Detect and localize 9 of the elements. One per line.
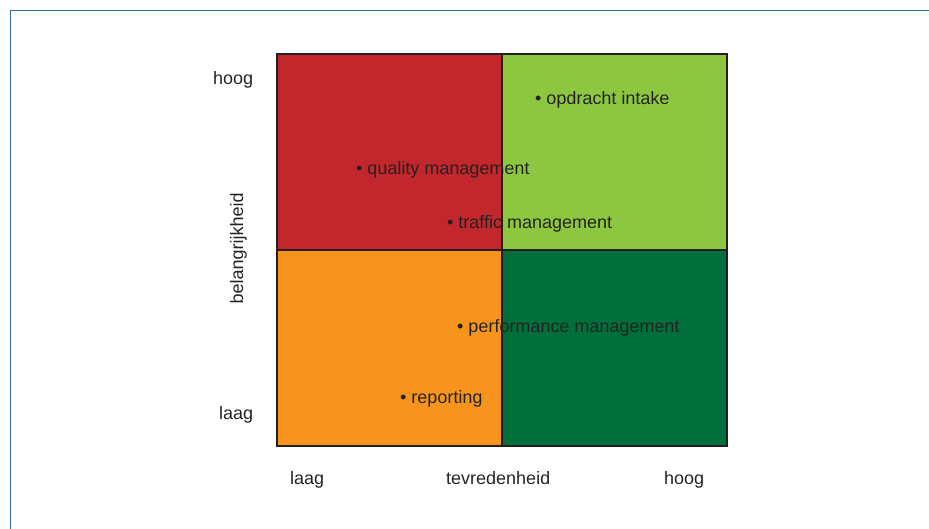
item-label: • reporting bbox=[400, 386, 482, 408]
axis-label: hoog bbox=[664, 467, 704, 489]
axis-label: laag bbox=[290, 467, 324, 489]
item-label: • opdracht intake bbox=[535, 87, 670, 109]
axis-title: belangrijkheid bbox=[226, 192, 248, 304]
axis-label: laag bbox=[219, 402, 254, 424]
axis-label: hoog bbox=[213, 67, 254, 89]
axis-title: tevredenheid bbox=[446, 467, 550, 489]
item-label: • traffic management bbox=[447, 211, 612, 233]
